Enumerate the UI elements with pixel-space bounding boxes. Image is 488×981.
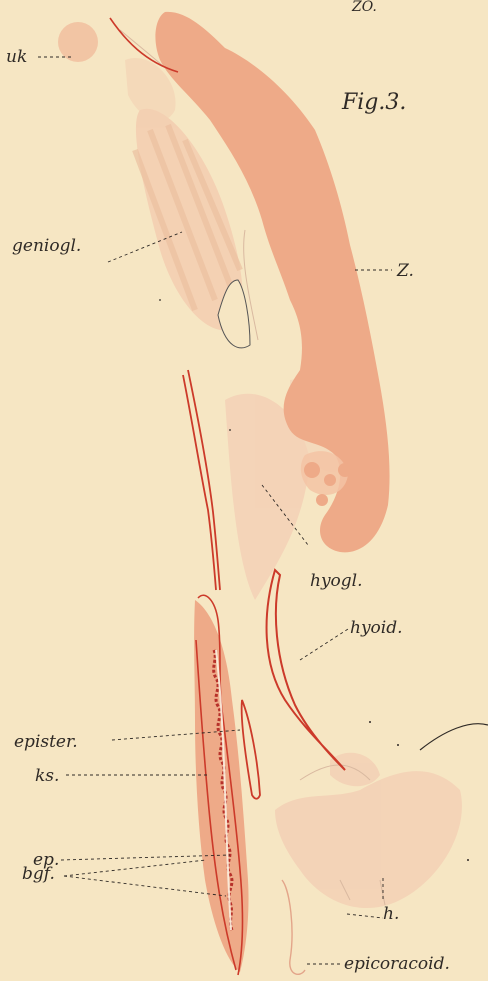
hyoid-cartilage [267,570,345,770]
coracoid-region [275,753,462,908]
episternum [242,700,260,799]
epicoracoid-outline [282,880,305,974]
ks-column [194,600,248,972]
label-hyoid: hyoid. [350,620,403,637]
label-episternum: epister. [14,734,78,751]
label-uk: uk [6,49,27,66]
label-epicoracoid: epicoracoid. [344,956,450,973]
label-genioglossus: geniogl. [12,238,81,255]
figure-title: Fig.3. [342,92,406,114]
stylus-cartilage [183,370,220,590]
upper-lip-knot [58,22,98,62]
label-h: h. [383,906,399,923]
label-hyoglossus: hyogl. [310,573,363,590]
coracoid-arc [420,724,488,750]
label-ks: ks. [35,768,59,785]
header-fragment: ZO. [352,0,377,14]
label-bgf: bgf. [22,866,55,883]
label-z: Z. [397,263,414,280]
